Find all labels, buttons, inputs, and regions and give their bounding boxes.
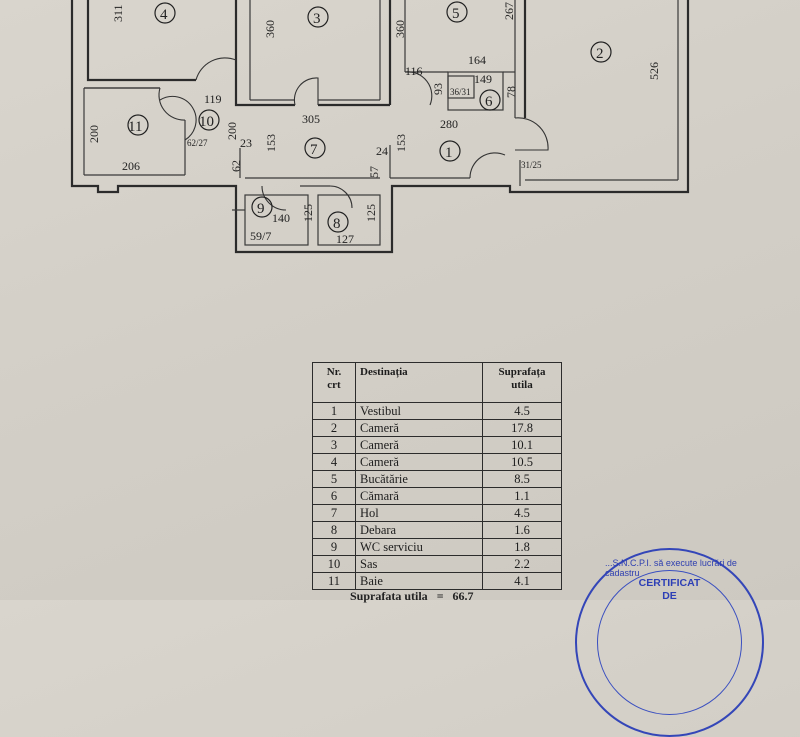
cadastre-stamp: ...S.N.C.P.I. să execute lucrări de cada… (575, 548, 764, 737)
header-destinatia: Destinația (355, 362, 483, 403)
dim-62-27: 62/27 (187, 138, 208, 148)
dim-119: 119 (204, 92, 222, 106)
room-3-number: 3 (313, 11, 321, 27)
dim-125-b: 125 (364, 204, 378, 222)
dim-267: 267 (502, 2, 516, 20)
dim-360-a: 360 (263, 20, 277, 38)
dim-59-7: 59/7 (250, 229, 271, 243)
dim-23: 23 (240, 136, 252, 150)
floor-plan: 4 3 5 2 6 11 10 7 1 9 8 311 360 360 267 … (70, 0, 690, 254)
room-5-number: 5 (452, 6, 460, 22)
room-7-number: 7 (310, 142, 318, 158)
inner-wall-left-room4 (86, 0, 196, 82)
stamp-line-2: DE (662, 590, 677, 602)
stamp-arc-text: ...S.N.C.P.I. să execute lucrări de cada… (605, 558, 737, 578)
dim-78: 78 (504, 86, 518, 98)
room-4-number: 4 (160, 7, 168, 23)
room-1-number: 1 (445, 145, 453, 161)
room-6-number: 6 (485, 94, 493, 110)
dim-153-b: 153 (394, 134, 408, 152)
dim-149: 149 (474, 72, 492, 86)
room-10-number: 10 (199, 114, 214, 130)
dim-57: 57 (367, 166, 381, 178)
total-area: Suprafata utila = 66.7 (350, 589, 474, 603)
room-11-number: 11 (128, 119, 142, 135)
dim-206: 206 (122, 159, 140, 173)
stamp-line-1: CERTIFICAT (638, 577, 701, 589)
dim-62: 62 (229, 160, 243, 172)
dim-24: 24 (376, 144, 388, 158)
dim-140: 140 (272, 211, 290, 225)
dim-127: 127 (336, 232, 354, 246)
dim-200-b: 200 (225, 122, 239, 140)
dim-93: 93 (431, 83, 445, 95)
room-8-number: 8 (333, 216, 341, 232)
dim-280: 280 (440, 117, 458, 131)
dim-360-b: 360 (393, 20, 407, 38)
dim-125-a: 125 (301, 204, 315, 222)
outer-wall (70, 0, 690, 254)
dim-31-25: 31/25 (521, 160, 542, 170)
header-nr: Nr.crt (312, 362, 356, 403)
room-9-number: 9 (257, 201, 265, 217)
dim-305: 305 (302, 112, 320, 126)
dim-526: 526 (647, 62, 661, 80)
dim-116: 116 (405, 64, 423, 78)
dim-200-a: 200 (87, 125, 101, 143)
dim-153-a: 153 (264, 134, 278, 152)
wall-room3 (234, 0, 295, 107)
dim-36-31: 36/31 (450, 87, 471, 97)
room-2-number: 2 (596, 46, 604, 62)
dim-311: 311 (111, 4, 125, 22)
dim-164: 164 (468, 53, 486, 67)
